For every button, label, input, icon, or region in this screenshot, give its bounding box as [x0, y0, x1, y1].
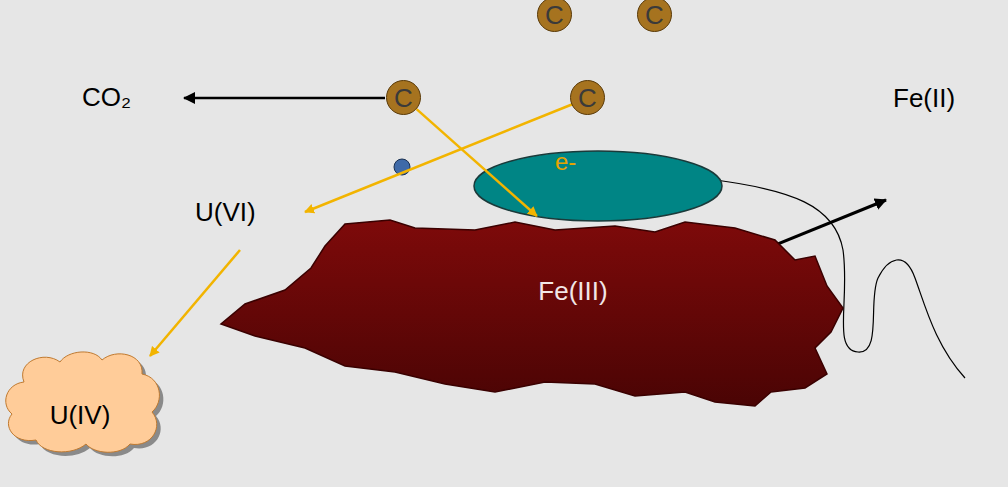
uranium-precipitate: U(IV)	[2, 348, 166, 454]
reduction-arrow	[150, 250, 240, 356]
electron-arrow	[305, 104, 573, 212]
co2-arrow	[184, 97, 385, 100]
bacterium-cell	[474, 151, 722, 221]
carbon-circle: C	[570, 80, 605, 115]
electron-flow-arrow	[417, 109, 537, 216]
species-label: U(IV)	[50, 400, 111, 430]
electron-label: e-	[555, 147, 576, 177]
species-label: Fe(II)	[893, 83, 955, 113]
iron-oxide-mineral: Fe(III)	[215, 216, 857, 408]
species-label: CO₂	[82, 82, 131, 112]
carbon-label: C	[645, 0, 664, 30]
carbon-circle: C	[537, 0, 572, 32]
carbon-circle: C	[386, 80, 421, 115]
carbon-label: C	[578, 83, 597, 113]
mineral-outline	[215, 216, 857, 408]
carbon-label: C	[545, 0, 564, 30]
carbon-circle: C	[637, 0, 672, 32]
species-label: U(VI)	[195, 197, 256, 227]
carbon-label: C	[394, 83, 413, 113]
species-label: Fe(III)	[538, 276, 607, 306]
